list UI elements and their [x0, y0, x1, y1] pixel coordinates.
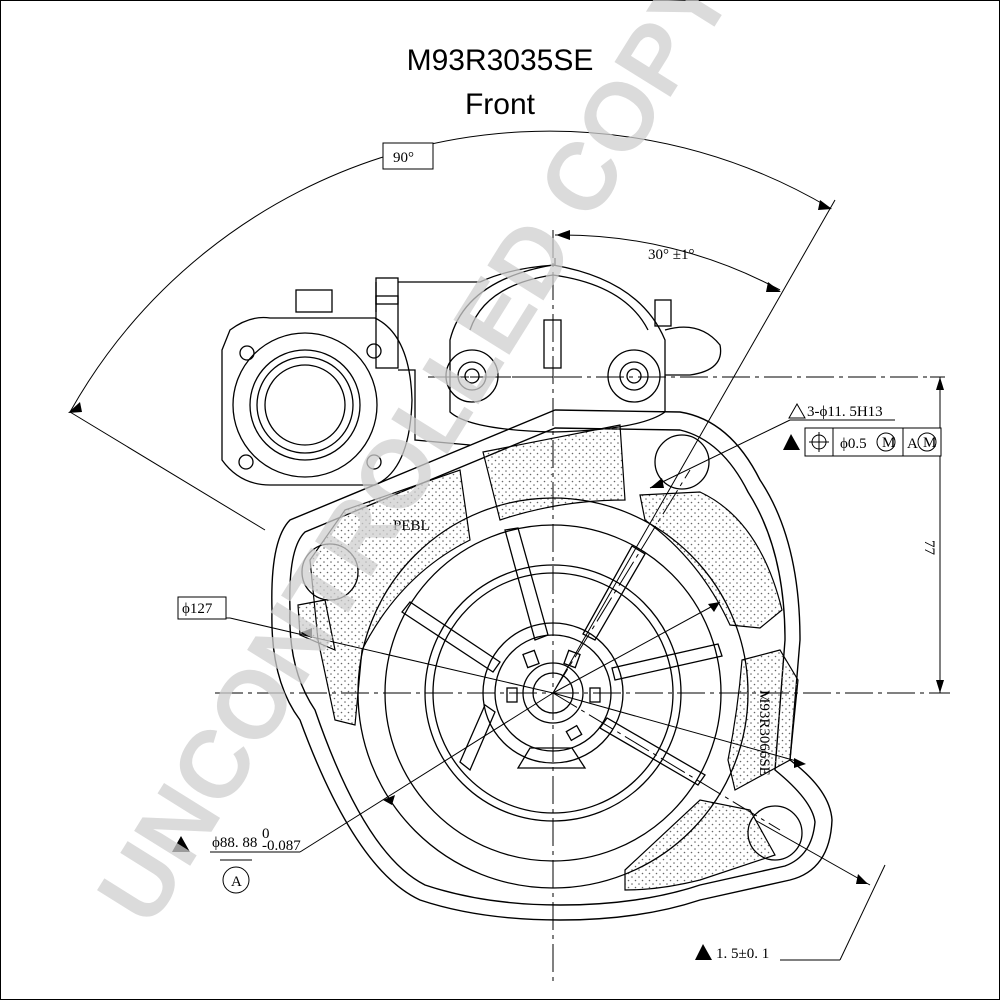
part-number-marking: M93R3066SE — [756, 690, 772, 776]
drive-end — [357, 497, 749, 889]
position-tolerance-icon — [809, 432, 937, 452]
motor-top — [445, 264, 722, 433]
position-tol-value: ϕ0.5 — [840, 436, 867, 452]
pilot-tol-lower: -0.087 — [262, 838, 301, 854]
pilot-diameter-label: ϕ88. 88 — [212, 835, 257, 851]
angle-outer-label: 90° — [393, 150, 414, 166]
angle-inner-label: 30° ±1° — [648, 247, 694, 263]
datum-triangle-icon — [172, 434, 800, 960]
drawing-title: M93R3035SE — [406, 44, 594, 77]
circle-diameter-label: ϕ127 — [182, 601, 213, 617]
front-housing — [271, 409, 833, 921]
view-label: Front — [464, 88, 536, 121]
datum-modifier: M — [923, 435, 936, 451]
arrowheads — [68, 200, 832, 413]
open-triangle-icon — [788, 402, 806, 419]
datum-label: A — [231, 874, 242, 890]
ribs — [401, 527, 723, 786]
housing-marking: PEBL — [393, 518, 430, 534]
vertical-dimension: 77 — [921, 540, 937, 556]
datum-ref: A — [907, 436, 918, 452]
holes-label: 3-ϕ11. 5H13 — [807, 404, 883, 420]
centerlines — [215, 230, 950, 985]
watermark: UNCONTROLLED COPY — [77, 0, 753, 941]
position-tol-modifier: M — [882, 435, 895, 451]
flatness-label: 1. 5±0. 1 — [716, 946, 769, 962]
pilot-tol-upper: 0 — [262, 826, 270, 842]
housing-pockets — [297, 424, 799, 891]
solenoid — [221, 258, 556, 486]
leader-arrowheads — [300, 377, 944, 884]
dimension-frames — [177, 142, 942, 894]
mounting-holes — [301, 434, 803, 861]
